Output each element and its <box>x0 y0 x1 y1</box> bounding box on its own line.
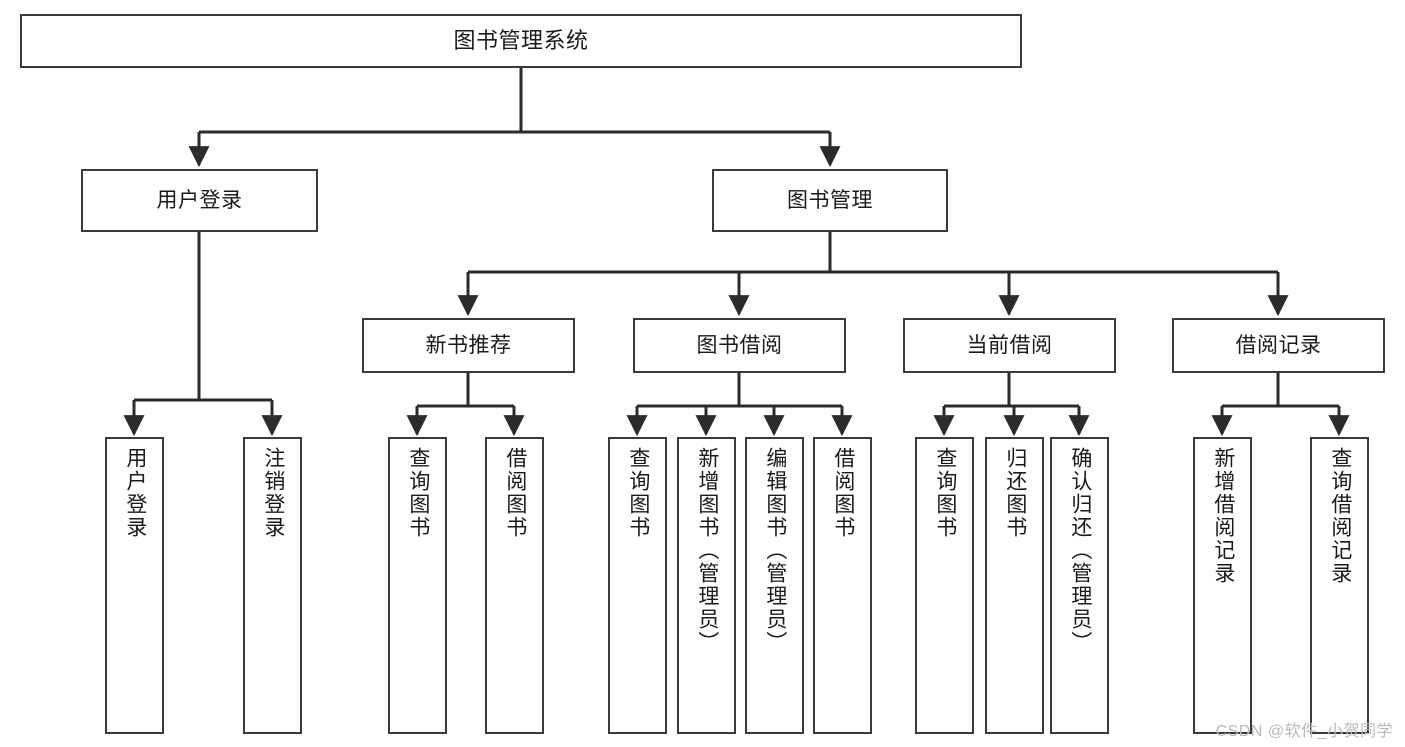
node-new-book-recommend[interactable]: 新书推荐 <box>362 318 575 373</box>
node-root[interactable]: 图书管理系统 <box>20 14 1022 68</box>
node-leaf-query-book-3-label: 查询图书 <box>933 447 957 539</box>
node-leaf-add-book[interactable]: 新增图书（管理员） <box>677 437 736 734</box>
node-book-borrow[interactable]: 图书借阅 <box>633 318 846 373</box>
node-leaf-query-book-1-label: 查询图书 <box>406 447 430 539</box>
node-current-borrow-label: 当前借阅 <box>966 333 1053 357</box>
node-leaf-borrow-book-2-label: 借阅图书 <box>831 447 855 539</box>
node-leaf-borrow-book-1-label: 借阅图书 <box>503 447 527 539</box>
node-new-book-recommend-label: 新书推荐 <box>425 333 512 357</box>
node-leaf-confirm-return-label: 确认归还（管理员） <box>1068 447 1092 654</box>
node-leaf-logout-label: 注销登录 <box>261 447 285 539</box>
node-leaf-query-book-2[interactable]: 查询图书 <box>608 437 667 734</box>
csdn-watermark: CSDN @软件_小贺同学 <box>1215 723 1393 740</box>
node-leaf-return-book[interactable]: 归还图书 <box>985 437 1044 734</box>
node-book-manage[interactable]: 图书管理 <box>712 169 948 232</box>
node-leaf-logout[interactable]: 注销登录 <box>243 437 302 734</box>
node-root-label: 图书管理系统 <box>453 27 589 53</box>
node-leaf-borrow-book-2[interactable]: 借阅图书 <box>813 437 872 734</box>
node-user-login[interactable]: 用户登录 <box>81 169 318 232</box>
node-leaf-query-book-2-label: 查询图书 <box>626 447 650 539</box>
node-borrow-record-label: 借阅记录 <box>1235 333 1322 357</box>
node-borrow-record[interactable]: 借阅记录 <box>1172 318 1385 373</box>
node-leaf-edit-book[interactable]: 编辑图书（管理员） <box>745 437 804 734</box>
node-leaf-borrow-book-1[interactable]: 借阅图书 <box>485 437 544 734</box>
node-current-borrow[interactable]: 当前借阅 <box>903 318 1116 373</box>
node-leaf-add-record[interactable]: 新增借阅记录 <box>1193 437 1252 734</box>
node-leaf-user-login-label: 用户登录 <box>123 447 147 539</box>
node-user-login-label: 用户登录 <box>156 188 243 212</box>
node-leaf-user-login[interactable]: 用户登录 <box>105 437 164 734</box>
node-book-manage-label: 图书管理 <box>787 188 873 212</box>
node-leaf-query-book-1[interactable]: 查询图书 <box>388 437 447 734</box>
node-leaf-confirm-return[interactable]: 确认归还（管理员） <box>1050 437 1109 734</box>
node-book-borrow-label: 图书借阅 <box>696 333 783 357</box>
node-leaf-edit-book-label: 编辑图书（管理员） <box>763 447 787 654</box>
node-leaf-query-record[interactable]: 查询借阅记录 <box>1310 437 1369 734</box>
node-leaf-query-book-3[interactable]: 查询图书 <box>915 437 974 734</box>
node-leaf-add-book-label: 新增图书（管理员） <box>695 447 719 654</box>
node-leaf-query-record-label: 查询借阅记录 <box>1328 447 1352 585</box>
node-leaf-add-record-label: 新增借阅记录 <box>1211 447 1235 585</box>
node-leaf-return-book-label: 归还图书 <box>1003 447 1027 539</box>
